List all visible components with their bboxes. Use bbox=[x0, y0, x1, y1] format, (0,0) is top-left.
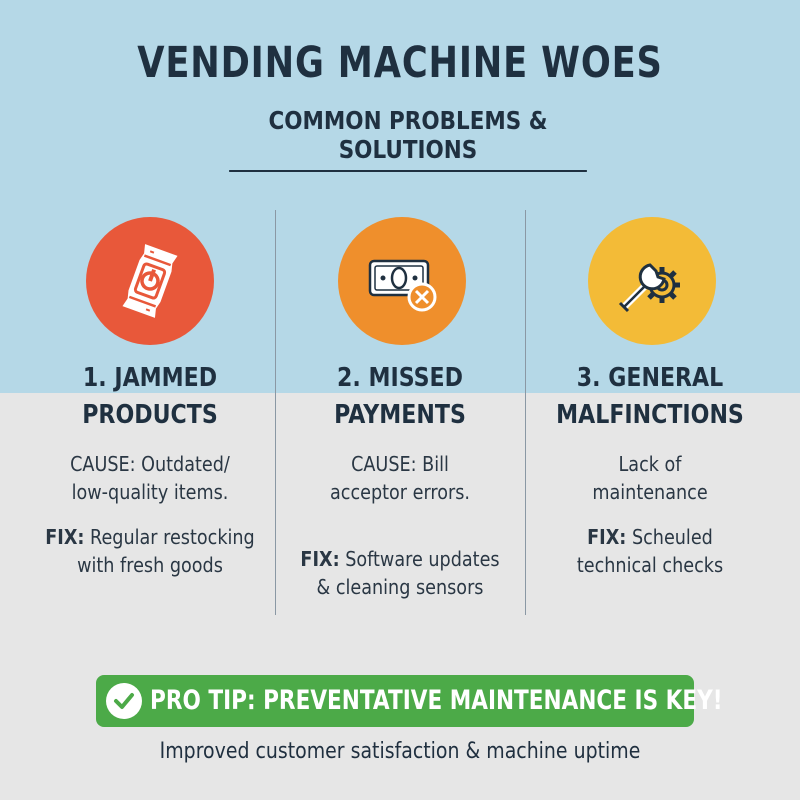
fix-label: FIX: bbox=[45, 525, 85, 549]
fix-line: Scheuled bbox=[626, 525, 713, 549]
problem-column-malfunctions: 3. GENERAL MALFINCTIONS Lack of maintena… bbox=[525, 0, 775, 800]
problem-fix: FIX: Regular restocking with fresh goods bbox=[40, 523, 260, 579]
banknote-error-icon bbox=[338, 217, 466, 345]
fix-line: with fresh goods bbox=[77, 553, 223, 577]
cause-line: CAUSE: Bill bbox=[351, 452, 449, 476]
column-divider bbox=[525, 210, 526, 615]
cause-line: maintenance bbox=[592, 480, 708, 504]
pro-tip-banner: PRO TIP: PREVENTATIVE MAINTENANCE IS KEY… bbox=[96, 675, 723, 727]
jammed-snack-icon bbox=[86, 217, 214, 345]
problem-title: 2. MISSED PAYMENTS bbox=[294, 360, 507, 434]
problem-title-line: 1. JAMMED bbox=[82, 363, 218, 393]
problem-title-line: PAYMENTS bbox=[334, 400, 466, 430]
problem-cause: CAUSE: Outdated/ low-quality items. bbox=[40, 450, 260, 506]
cause-line: acceptor errors. bbox=[329, 480, 471, 504]
problem-title: 3. GENERAL MALFINCTIONS bbox=[544, 360, 757, 434]
cause-line: Lack of bbox=[618, 452, 682, 476]
problem-fix: FIX: Scheuled technical checks bbox=[540, 523, 760, 579]
problem-column-jammed: 1. JAMMED PRODUCTS CAUSE: Outdated/ low-… bbox=[25, 0, 275, 800]
fix-line: & cleaning sensors bbox=[316, 575, 484, 599]
problem-cause: Lack of maintenance bbox=[540, 450, 760, 506]
column-divider bbox=[275, 210, 276, 615]
wrench-gear-icon bbox=[588, 217, 716, 345]
problem-title-line: PRODUCTS bbox=[82, 400, 218, 430]
page-title: VENDING MACHINE WOES bbox=[137, 38, 663, 88]
problem-title-line: MALFINCTIONS bbox=[556, 400, 744, 430]
checkmark-icon bbox=[106, 683, 142, 719]
problem-title-line: 3. GENERAL bbox=[576, 363, 724, 393]
pro-tip-text: PRO TIP: PREVENTATIVE MAINTENANCE IS KEY… bbox=[150, 685, 723, 716]
fix-label: FIX: bbox=[300, 547, 340, 571]
page-subtitle: COMMON PROBLEMS & SOLUTIONS bbox=[229, 106, 587, 172]
fix-label: FIX: bbox=[587, 525, 627, 549]
problem-title: 1. JAMMED PRODUCTS bbox=[44, 360, 257, 434]
bottom-background bbox=[0, 393, 800, 800]
cause-line: low-quality items. bbox=[71, 480, 229, 504]
problem-fix: FIX: Software updates & cleaning sensors bbox=[290, 545, 510, 601]
fix-line: Regular restocking bbox=[84, 525, 255, 549]
problem-title-line: 2. MISSED bbox=[337, 363, 463, 393]
problem-column-payments: 2. MISSED PAYMENTS CAUSE: Bill acceptor … bbox=[275, 0, 525, 800]
problem-cause: CAUSE: Bill acceptor errors. bbox=[290, 450, 510, 506]
fix-line: Software updates bbox=[339, 547, 500, 571]
fix-line: technical checks bbox=[576, 553, 724, 577]
cause-line: CAUSE: Outdated/ bbox=[70, 452, 230, 476]
footer-text: Improved customer satisfaction & machine… bbox=[159, 739, 641, 764]
